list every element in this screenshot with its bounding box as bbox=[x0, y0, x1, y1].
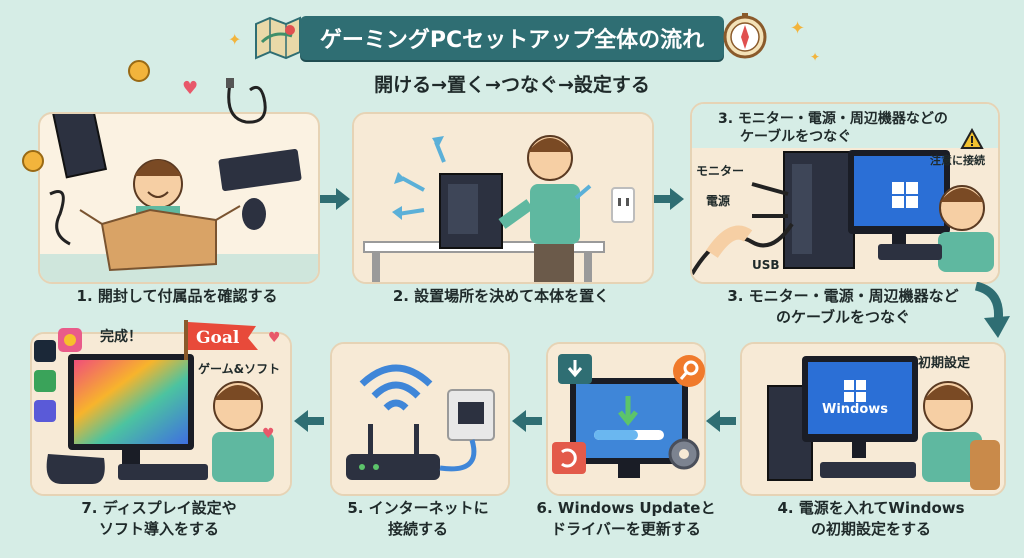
warning-icon bbox=[960, 128, 984, 150]
step-4-caption-line2: の初期設定をする bbox=[740, 519, 1002, 540]
sparkle-icon: ✦ bbox=[790, 18, 805, 39]
step-2-caption: 2. 設置場所を決めて本体を置く bbox=[352, 286, 650, 307]
step-5-caption-line1: 5. インターネットに bbox=[310, 498, 526, 519]
monitor-label: モニター bbox=[696, 162, 744, 179]
step-1-panel bbox=[38, 112, 320, 284]
usb-label: USB bbox=[752, 258, 780, 272]
step-3-caption-line1: 3. モニター・電源・周辺機器など bbox=[690, 286, 996, 307]
search-badge-icon bbox=[672, 354, 706, 388]
step-1-illustration bbox=[40, 114, 318, 282]
app-icon bbox=[58, 328, 82, 352]
coin-icon bbox=[128, 60, 150, 82]
step-5-caption-line2: 接続する bbox=[310, 519, 526, 540]
sparkle-icon: ✦ bbox=[810, 50, 820, 64]
step-1-caption: 1. 開封して付属品を確認する bbox=[38, 286, 316, 307]
flow-arrow-down bbox=[966, 282, 1012, 342]
step-7-caption-line1: 7. ディスプレイ設定や bbox=[30, 498, 288, 519]
page-subtitle: 開ける→置く→つなぐ→設定する bbox=[0, 70, 1024, 97]
page-title: ゲーミングPCセットアップ全体の流れ bbox=[300, 16, 724, 60]
initial-setup-label: 初期設定 bbox=[918, 352, 970, 371]
goal-flag-text: Goal bbox=[196, 328, 239, 348]
compass-icon bbox=[720, 10, 770, 60]
step-3-header-line2: ケーブルをつなぐ bbox=[740, 126, 851, 146]
heart-icon: ♥ bbox=[268, 330, 281, 346]
map-icon bbox=[252, 12, 304, 64]
heart-icon: ♥ bbox=[262, 426, 275, 442]
step-3-caption-line2: のケーブルをつなぐ bbox=[690, 307, 996, 328]
flow-arrow-left bbox=[292, 408, 326, 434]
power-label: 電源 bbox=[706, 192, 730, 209]
step-2-illustration bbox=[354, 114, 652, 282]
sparkle-icon: ✦ bbox=[228, 30, 241, 49]
flow-arrow-right bbox=[652, 186, 686, 212]
step-4-caption-line1: 4. 電源を入れてWindows bbox=[740, 498, 1002, 519]
step-5-illustration bbox=[332, 344, 508, 494]
cable-icon bbox=[220, 78, 274, 138]
step-7-caption-line2: ソフト導入をする bbox=[30, 519, 288, 540]
flow-arrow-left bbox=[510, 408, 544, 434]
step-6-caption-line2: ドライバーを更新する bbox=[528, 519, 724, 540]
flow-arrow-left bbox=[704, 408, 738, 434]
heart-icon: ♥ bbox=[182, 78, 198, 99]
windows-screen-text: Windows bbox=[822, 402, 888, 417]
coin-icon bbox=[22, 150, 44, 172]
games-software-label: ゲーム&ソフト bbox=[198, 360, 280, 377]
caution-label: 注意に接続 bbox=[930, 152, 985, 168]
step-2-panel bbox=[352, 112, 654, 284]
done-label: 完成！ bbox=[100, 326, 142, 346]
step-3-header-line1: 3. モニター・電源・周辺機器などの bbox=[718, 108, 948, 128]
step-6-caption-line1: 6. Windows Updateと bbox=[528, 498, 724, 519]
flow-arrow-right bbox=[318, 186, 352, 212]
step-5-panel bbox=[330, 342, 510, 496]
